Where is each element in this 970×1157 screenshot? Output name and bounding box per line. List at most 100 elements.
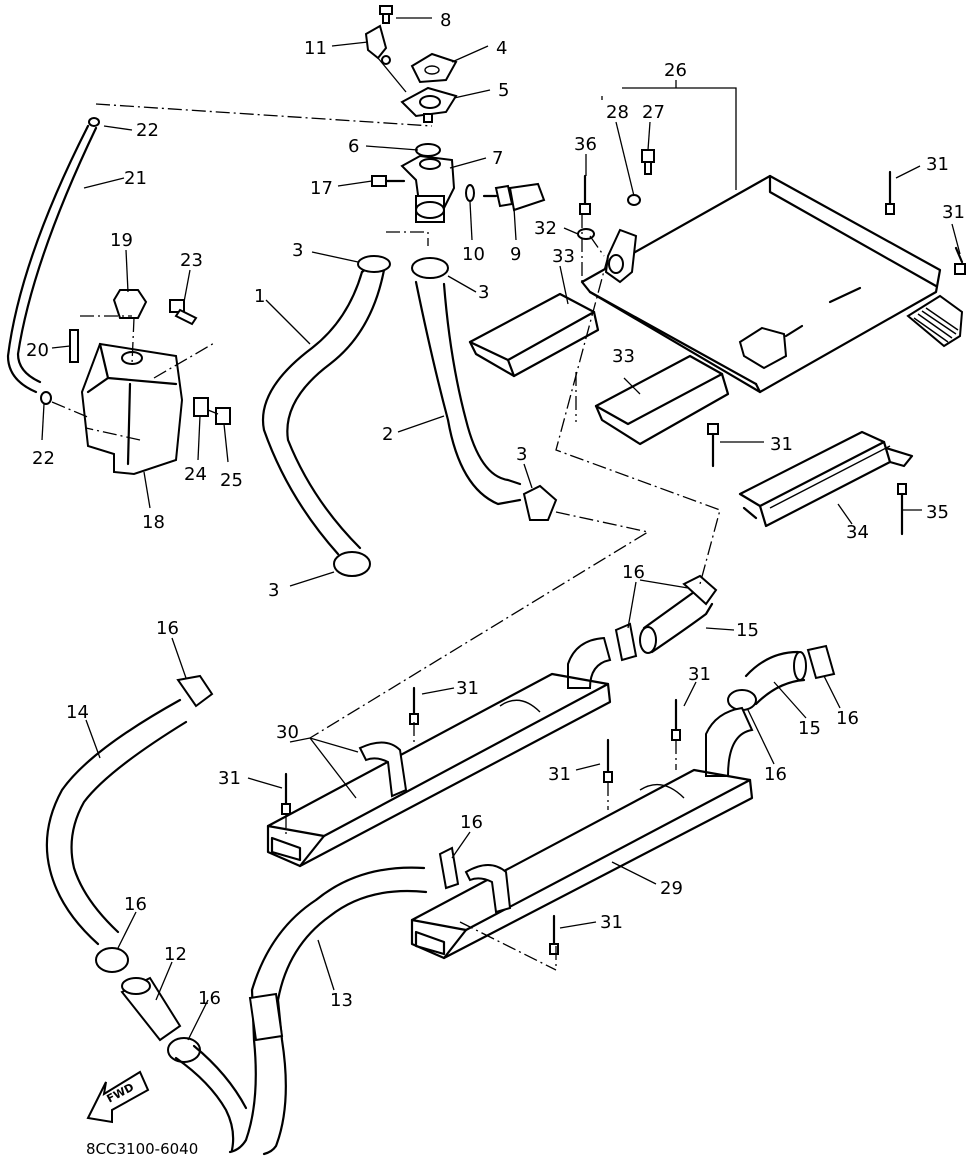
cap-19 bbox=[112, 289, 148, 319]
callout-15-a: 15 bbox=[736, 620, 759, 641]
clamp-22a bbox=[88, 117, 100, 127]
callout-12: 12 bbox=[164, 944, 187, 965]
callout-17: 17 bbox=[310, 178, 333, 199]
callout-31-d: 31 bbox=[456, 678, 479, 699]
gasket-6 bbox=[415, 143, 441, 157]
callout-29: 29 bbox=[660, 878, 683, 899]
rail-30 bbox=[266, 672, 612, 868]
clamp-3c bbox=[522, 484, 558, 521]
clamp-16a bbox=[682, 574, 718, 606]
washer-10 bbox=[465, 184, 475, 202]
bolt-8 bbox=[379, 5, 393, 24]
callout-3-d: 3 bbox=[268, 580, 279, 601]
hose-21 bbox=[6, 124, 98, 394]
callout-16-d: 16 bbox=[764, 764, 787, 785]
gasket-4 bbox=[410, 52, 458, 84]
callout-4: 4 bbox=[496, 38, 507, 59]
callout-32: 32 bbox=[534, 218, 557, 239]
callout-16-a: 16 bbox=[622, 562, 645, 583]
heat-exchanger-26 bbox=[580, 174, 964, 394]
rivet-31-b bbox=[954, 246, 966, 275]
elbow-29a bbox=[705, 706, 754, 777]
callout-3-c: 3 bbox=[516, 444, 527, 465]
clamp-16h bbox=[167, 1037, 201, 1063]
bracket-11 bbox=[364, 24, 391, 65]
callout-34: 34 bbox=[846, 522, 869, 543]
callout-21: 21 bbox=[124, 168, 147, 189]
thermostat-housing-7 bbox=[400, 154, 456, 223]
thermostat-cover-5 bbox=[400, 86, 458, 123]
callout-16-f: 16 bbox=[124, 894, 147, 915]
callout-26: 26 bbox=[664, 60, 687, 81]
callout-7: 7 bbox=[492, 148, 503, 169]
clamp-16e bbox=[438, 846, 460, 890]
bolt-17 bbox=[371, 175, 406, 187]
callout-24: 24 bbox=[184, 464, 207, 485]
callout-16-e: 16 bbox=[460, 812, 483, 833]
callout-2: 2 bbox=[382, 424, 393, 445]
rivet-31-d bbox=[409, 686, 419, 725]
callout-28: 28 bbox=[606, 102, 629, 123]
callout-3-a: 3 bbox=[292, 240, 303, 261]
callout-14: 14 bbox=[66, 702, 89, 723]
callout-6: 6 bbox=[348, 136, 359, 157]
callout-3-b: 3 bbox=[478, 282, 489, 303]
rivet-31-g bbox=[603, 738, 613, 783]
rivet-35 bbox=[897, 483, 907, 536]
callout-31-f: 31 bbox=[218, 768, 241, 789]
hose-2 bbox=[414, 280, 522, 506]
hose-14 bbox=[45, 698, 188, 946]
fitting-28 bbox=[627, 194, 641, 206]
callout-1: 1 bbox=[254, 286, 265, 307]
clamp-16f bbox=[176, 674, 214, 708]
callout-11: 11 bbox=[304, 38, 327, 59]
callout-31-e: 31 bbox=[688, 664, 711, 685]
callout-35: 35 bbox=[926, 502, 949, 523]
callout-13: 13 bbox=[330, 990, 353, 1011]
bracket-33b bbox=[594, 354, 730, 446]
callout-31-c: 31 bbox=[770, 434, 793, 455]
callout-22-top: 22 bbox=[136, 120, 159, 141]
callout-8: 8 bbox=[440, 10, 451, 31]
callout-31-a: 31 bbox=[926, 154, 949, 175]
clamp-3a bbox=[357, 255, 391, 273]
callout-36: 36 bbox=[574, 134, 597, 155]
callout-5: 5 bbox=[498, 80, 509, 101]
fwd-arrow-icon: FWD bbox=[86, 1070, 150, 1124]
clamp-16c bbox=[806, 644, 836, 680]
callout-19: 19 bbox=[110, 230, 133, 251]
reservoir-tank-18 bbox=[80, 342, 184, 476]
sensor-9 bbox=[482, 182, 546, 212]
callout-22-bottom: 22 bbox=[32, 448, 55, 469]
callout-33-bottom: 33 bbox=[612, 346, 635, 367]
rivet-31-f bbox=[281, 772, 291, 815]
joint-12 bbox=[120, 976, 182, 1042]
callout-31-h: 31 bbox=[600, 912, 623, 933]
clamp-22b bbox=[40, 391, 52, 405]
callout-18: 18 bbox=[142, 512, 165, 533]
callout-10: 10 bbox=[462, 244, 485, 265]
rivet-31-h bbox=[549, 914, 559, 955]
diagram-code: 8CC3100-6040 bbox=[86, 1140, 198, 1157]
callout-16-g: 16 bbox=[198, 988, 221, 1009]
rail-29 bbox=[410, 768, 754, 960]
callout-16-c: 16 bbox=[836, 708, 859, 729]
clamp-16g bbox=[95, 947, 129, 973]
bolt-27 bbox=[641, 149, 655, 175]
callout-31-g: 31 bbox=[548, 764, 571, 785]
rivet-31-e bbox=[671, 698, 681, 741]
elbow-30a bbox=[567, 636, 612, 689]
hose-1 bbox=[261, 265, 386, 556]
hose-13 bbox=[174, 866, 428, 1156]
callout-9: 9 bbox=[510, 244, 521, 265]
grommet-25 bbox=[215, 407, 231, 425]
clamp-3d bbox=[333, 551, 371, 577]
callout-labels: 8 11 4 5 22 6 7 17 26 28 27 36 21 10 9 3… bbox=[26, 10, 965, 1157]
rivet-31-c bbox=[707, 423, 719, 468]
reference-lines bbox=[51, 96, 721, 971]
callout-23: 23 bbox=[180, 250, 203, 271]
hose-20 bbox=[69, 329, 79, 363]
callout-33-top: 33 bbox=[552, 246, 575, 267]
clamp-16b bbox=[614, 622, 638, 662]
